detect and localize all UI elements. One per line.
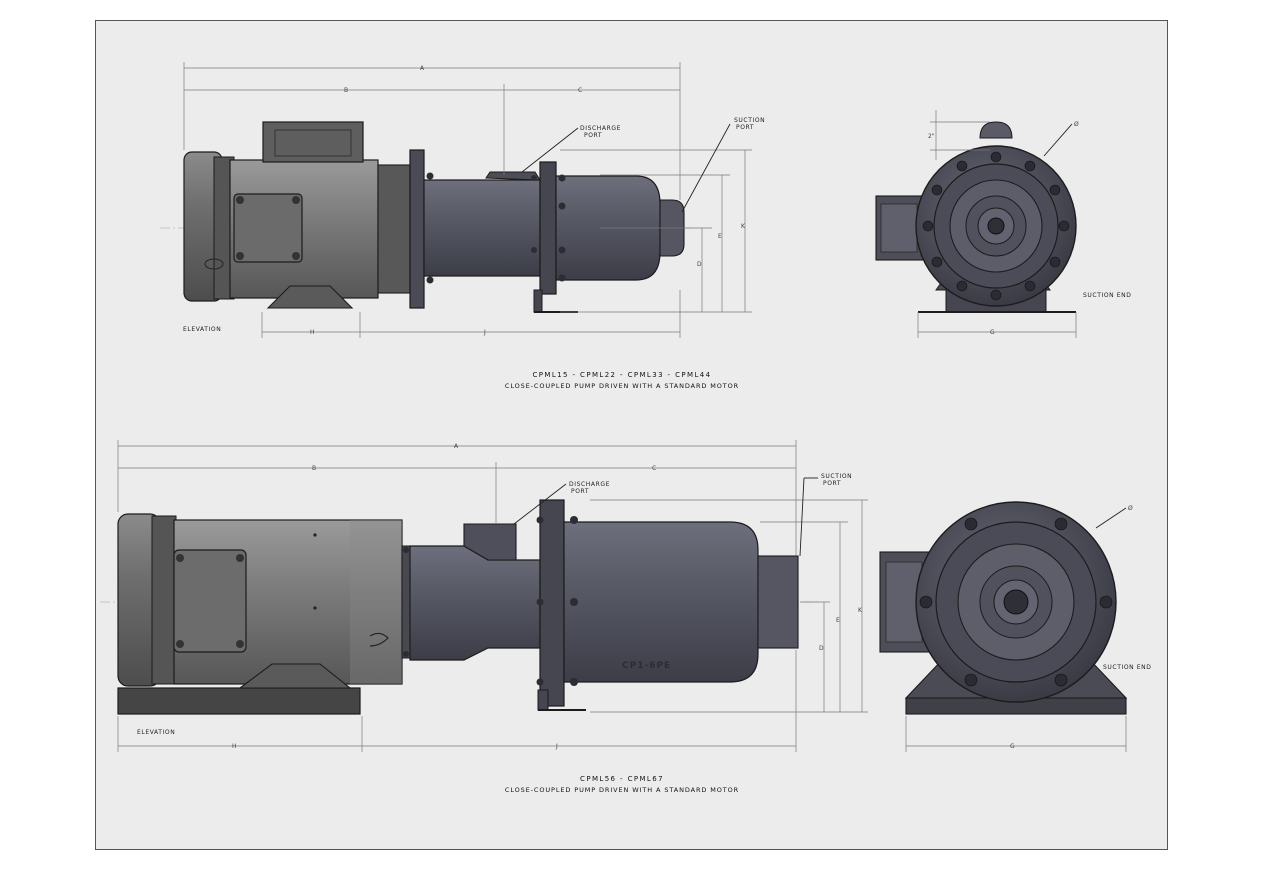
bottom-caption-description: CLOSE-COUPLED PUMP DRIVEN WITH A STANDAR… <box>505 786 739 794</box>
top-end-dim-phi: Ø <box>1074 121 1079 128</box>
dim-b-label: B <box>344 87 348 94</box>
bottom-dim-b-label: B <box>312 465 316 472</box>
bottom-dim-d-label: D <box>819 645 824 652</box>
bottom-cast-text: CP1-6PE <box>622 661 671 671</box>
bottom-dim-h-label: H <box>232 743 237 750</box>
bottom-dim-c-label: C <box>652 465 656 472</box>
bottom-suction-end-view: G Ø SUCTION END <box>879 501 1151 752</box>
bottom-dim-a-label: A <box>454 443 459 450</box>
bottom-suction-port-label-2: PORT <box>823 480 841 487</box>
bottom-dim-k-label: K <box>858 607 863 614</box>
top-elevation-dimensions: A B C H J K E D DISCHARGE PORT SUCTION P… <box>183 62 765 338</box>
top-elevation-view <box>160 121 700 313</box>
bottom-suction-end-label: SUCTION END <box>1103 664 1151 671</box>
dim-k-label: K <box>741 223 746 230</box>
dim-h-label: H <box>310 329 315 336</box>
bottom-elevation-view: CP1-6PE <box>100 499 820 715</box>
dim-j-label: J <box>483 329 486 336</box>
top-end-dim-2in: 2" <box>928 133 935 140</box>
dim-e-label: E <box>718 233 722 240</box>
bottom-end-dim-g: G <box>1010 743 1015 750</box>
dim-a-label: A <box>420 65 425 72</box>
top-caption-description: CLOSE-COUPLED PUMP DRIVEN WITH A STANDAR… <box>505 382 739 390</box>
bottom-elevation-dimensions: A B C H J K E D DISCHARGE PORT SUCTION P… <box>117 440 868 752</box>
dim-c-label: C <box>578 87 582 94</box>
dim-d-label: D <box>697 261 702 268</box>
top-elevation-label: ELEVATION <box>183 326 221 333</box>
top-discharge-port-label-1: DISCHARGE <box>580 125 621 132</box>
top-caption-models: CPML15 - CPML22 - CPML33 - CPML44 <box>533 371 712 379</box>
bottom-end-dim-phi: Ø <box>1128 505 1133 512</box>
top-end-dim-g: G <box>990 329 995 336</box>
top-suction-end-label: SUCTION END <box>1083 292 1131 299</box>
bottom-discharge-port-label-2: PORT <box>571 488 589 495</box>
bottom-discharge-port-label-1: DISCHARGE <box>569 481 610 488</box>
bottom-elevation-label: ELEVATION <box>137 729 175 736</box>
top-suction-port-label-1: SUCTION <box>734 117 765 124</box>
bottom-suction-port-label-1: SUCTION <box>821 473 852 480</box>
bottom-dim-j-label: J <box>555 743 558 750</box>
top-suction-port-label-2: PORT <box>736 124 754 131</box>
bottom-dim-e-label: E <box>836 617 840 624</box>
bottom-caption-models: CPML56 - CPML67 <box>580 775 664 783</box>
top-discharge-port-label-2: PORT <box>584 132 602 139</box>
top-suction-end-view: G 2" Ø SUCTION END <box>875 110 1131 338</box>
